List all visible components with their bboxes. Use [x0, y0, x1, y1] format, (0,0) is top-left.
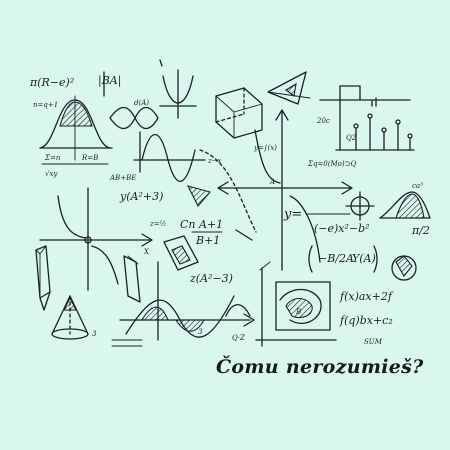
- ca3-label: ca³: [412, 182, 423, 190]
- pi-over-two-label: π/2: [411, 224, 430, 237]
- triangle-geometry-sketch: [267, 71, 311, 105]
- y-eq-label: y=: [283, 207, 302, 222]
- parallelogram-sketch: [123, 235, 199, 303]
- ce-label: (−e)x²−b²: [314, 222, 370, 235]
- crosshair-circle-icon: [345, 191, 375, 221]
- z-arrow-label: z→x: [207, 157, 222, 165]
- pi-expression: π(R−e)²: [29, 76, 74, 89]
- sine-wave-sketch: z→x: [133, 131, 222, 182]
- stem-plot-sketch: 20c Q2 Σq=0(Mo)⊃Q: [307, 85, 415, 168]
- crystal-sketch-icon: [35, 245, 51, 311]
- fx2-label: f(q)bx+c₂: [339, 314, 393, 327]
- three-label: 3: [92, 330, 97, 338]
- qz-label: Q·Z: [232, 334, 245, 342]
- box-graph-sketch: B f(x)ax+2f f(q)bx+c₂ SUM: [255, 267, 394, 347]
- hyperbola-sketch: X: [39, 187, 153, 291]
- b-plus-one-label: B+1: [195, 234, 220, 247]
- z2-label: z(A²−3): [189, 272, 233, 285]
- q2-label: Q2: [346, 134, 357, 142]
- rb-label: R=B: [81, 154, 98, 162]
- misc-marks: Q·Z: [159, 59, 271, 342]
- b-label: B: [295, 308, 301, 316]
- central-axes-sketch: A y=∫(x): [199, 109, 353, 271]
- axis-a-label: A: [269, 178, 275, 186]
- distribution-sketch: ca³ π/2: [379, 182, 431, 281]
- frac-b-label: −B/2A: [318, 252, 354, 265]
- z-frac-label: z=½: [149, 220, 167, 228]
- da-label: d(A): [134, 99, 149, 107]
- y-square-label: y(A²+3): [119, 190, 163, 203]
- n-expression: n=q+1: [33, 101, 58, 109]
- ab-label: AB+BE: [109, 174, 136, 182]
- det-expression: |BA|: [98, 74, 121, 88]
- fx1-label: f(x)ax+2f: [339, 290, 394, 303]
- caption-question: Čomu nerozumieš?: [216, 356, 424, 378]
- cn-label: Cn A+1: [180, 218, 223, 231]
- twenty-c-label: 20c: [316, 117, 330, 125]
- cone-sketch-icon: 3: [51, 295, 97, 340]
- determinant-sketch: |BA| d(A): [98, 71, 159, 130]
- bell-curve-sketch: π(R−e)² n=q+1 Σ=n R=B √xy: [29, 76, 113, 178]
- cube-sketch-icon: [215, 87, 263, 139]
- x-label: X: [143, 248, 150, 256]
- y-integral-label: y=∫(x): [253, 144, 277, 152]
- ya-label: Y(A): [352, 252, 376, 265]
- parabola-sketch: [159, 69, 197, 119]
- sigma-equation: Σq=0(Mo)⊃Q: [307, 160, 356, 168]
- sum-label: SUM: [364, 338, 383, 346]
- sqrt-label: √xy: [45, 170, 58, 178]
- sigma-label: Σ=n: [44, 154, 61, 162]
- three-small-label: 3: [198, 328, 203, 336]
- equations-right: y= (−e)x²−b² −B/2A Y(A): [283, 207, 378, 273]
- equations-middle: AB+BE y(A²+3) z=½ Cn A+1 B+1 z(A²−3): [109, 174, 233, 285]
